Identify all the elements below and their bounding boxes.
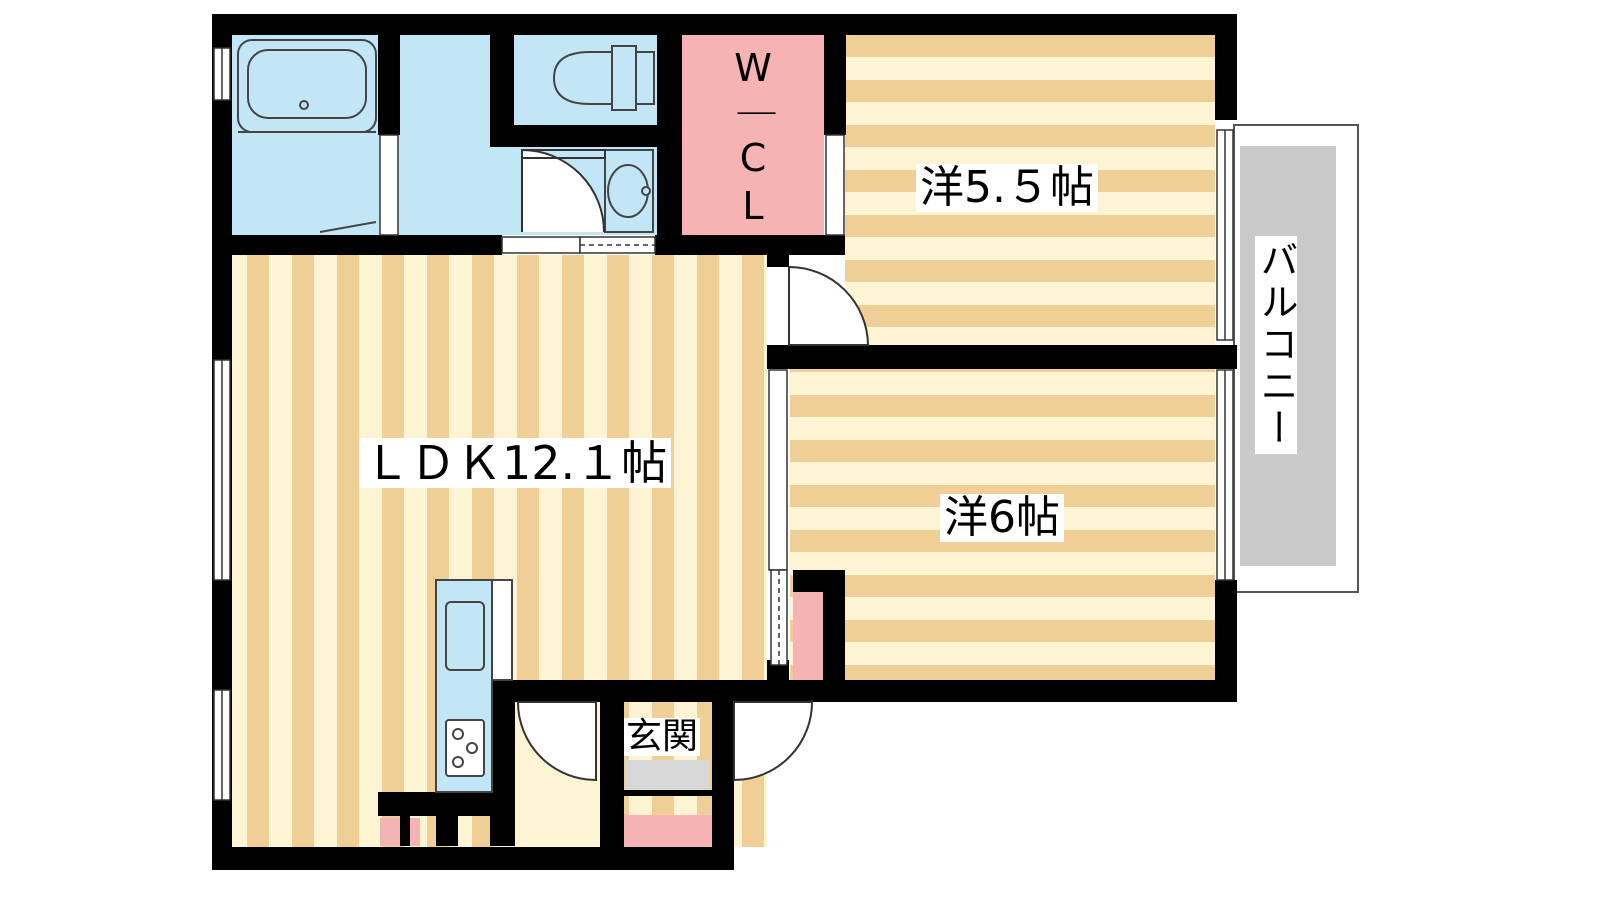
counter-edge (491, 579, 513, 681)
wall (1215, 14, 1237, 120)
room-label-western-b: 洋6帖 (940, 494, 1064, 542)
window (825, 134, 845, 236)
wall (824, 35, 846, 135)
wall (1215, 580, 1237, 702)
sliding-door (501, 236, 656, 254)
door-swing (517, 701, 597, 782)
room-label-western-a: 洋5.５帖 (916, 164, 1098, 212)
toilet-tank (611, 45, 637, 111)
wall (490, 125, 657, 147)
wic-floor (682, 35, 824, 235)
room-label-entrance: 玄関 (624, 716, 701, 757)
storage-b (624, 815, 712, 847)
closet-floor (793, 590, 823, 680)
bathtub-inner (247, 49, 367, 119)
wall (378, 35, 400, 135)
kitchen-counter (435, 579, 513, 793)
wall (657, 35, 682, 255)
wall (600, 790, 712, 796)
wall (823, 570, 845, 680)
stove-top (445, 719, 485, 777)
wall (600, 700, 624, 847)
balcony (1233, 124, 1359, 593)
wall (436, 816, 458, 846)
burner (466, 742, 478, 754)
wall (212, 14, 1237, 35)
washbasin-icon (604, 149, 654, 233)
kitchen-sink-icon (445, 601, 485, 671)
wall (490, 680, 515, 800)
room-label-ldk: ＬＤＫ12.１帖 (360, 438, 672, 488)
toilet-icon (552, 45, 655, 111)
door-leaf (521, 149, 606, 159)
wall (767, 345, 1237, 369)
burner (452, 756, 464, 768)
bathtub-drain (299, 100, 309, 110)
door-swing-icon (517, 148, 870, 782)
window (768, 369, 788, 571)
walls (212, 14, 1237, 870)
door-swing (788, 266, 870, 346)
door-swing (733, 699, 814, 782)
wall (490, 816, 515, 846)
stove-icon (445, 719, 485, 777)
wall (232, 235, 502, 255)
burner (452, 728, 464, 740)
wall (767, 660, 789, 700)
toilet-bowl (552, 51, 613, 105)
sliding-panel (501, 236, 581, 254)
room-label-balcony: バルコニー (1254, 236, 1298, 454)
wall (212, 847, 734, 870)
wall (712, 680, 1237, 702)
wall (767, 255, 789, 267)
basin-tap (641, 186, 651, 196)
window-icon (213, 47, 1234, 801)
bathtub-icon (237, 39, 377, 233)
closet-door (770, 569, 788, 666)
wall (712, 680, 734, 870)
entrance-tile (625, 760, 710, 790)
bath-door (319, 221, 377, 233)
wall (655, 235, 845, 255)
toilet-cistern (635, 51, 655, 105)
room-label-wic: W｜CL (731, 46, 775, 232)
bathroom-floor (232, 35, 377, 235)
wall (378, 792, 515, 816)
wall (490, 680, 735, 702)
wall (400, 816, 410, 846)
window (379, 134, 399, 236)
